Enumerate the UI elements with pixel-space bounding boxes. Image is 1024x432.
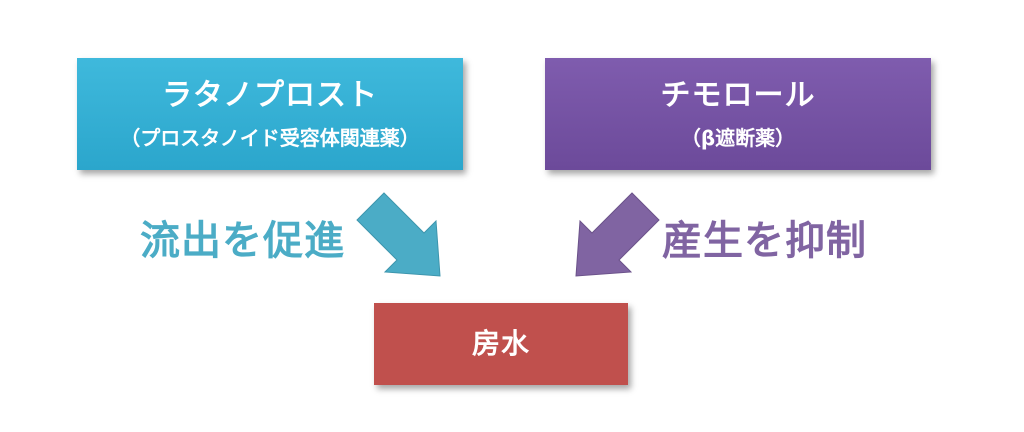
latanoprost-subtitle: （プロスタノイド受容体関連薬）: [120, 126, 420, 150]
suppress-production-label: 産生を抑制: [662, 218, 867, 264]
promote-outflow-label: 流出を促進: [140, 218, 345, 264]
right-arrow-icon: [575, 192, 660, 277]
aqueous-humor-box: 房水: [374, 303, 628, 385]
latanoprost-box: ラタノプロスト （プロスタノイド受容体関連薬）: [77, 58, 463, 170]
timolol-box: チモロール （β遮断薬）: [545, 58, 931, 170]
timolol-subtitle: （β遮断薬）: [680, 126, 796, 150]
left-arrow-icon: [356, 192, 441, 277]
aqueous-humor-label: 房水: [471, 327, 530, 361]
timolol-name: チモロール: [660, 78, 816, 113]
latanoprost-name: ラタノプロスト: [161, 78, 379, 113]
